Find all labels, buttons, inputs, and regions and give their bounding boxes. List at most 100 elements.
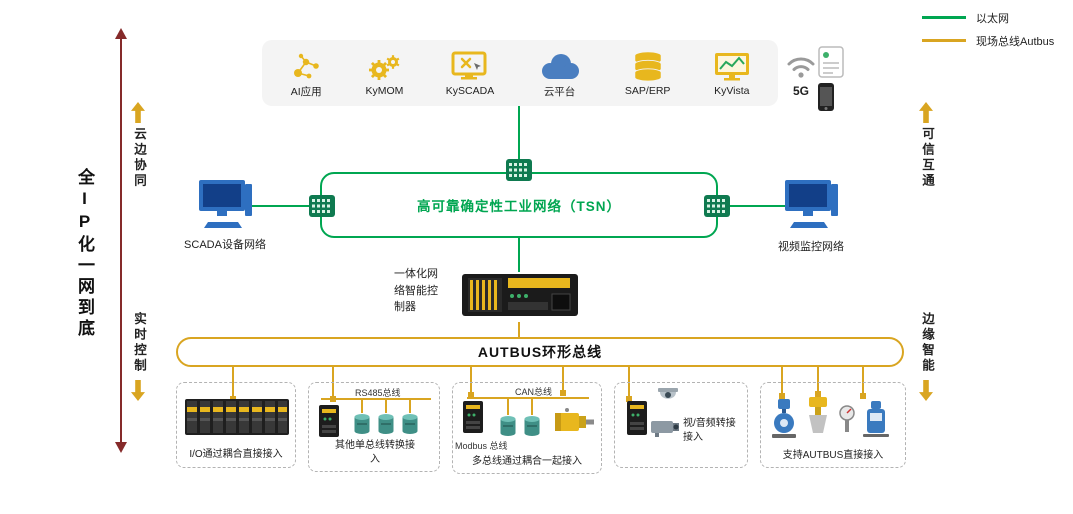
app-name: KyMOM <box>365 85 404 97</box>
app-item-kymom: KyMOM <box>365 49 404 97</box>
legend-autbus-line <box>922 39 966 42</box>
gateway-card-icon <box>818 46 844 83</box>
edge-arrow-down-icon <box>919 380 933 401</box>
legend-autbus-label: 现场总线Autbus <box>976 36 1055 48</box>
trusted-arrow-up-icon <box>919 102 933 123</box>
field-group-multibus: CAN总线 Modbus 总线 <box>452 382 602 474</box>
io-modules-icon <box>185 397 289 444</box>
app-name: 云平台 <box>543 85 576 98</box>
controller-label: 一体化网络智能控制器 <box>394 268 438 313</box>
app-name: KyVista <box>714 85 750 97</box>
pump-icon <box>769 397 799 444</box>
left-axis-label: 全IP化一网到底 <box>75 168 94 340</box>
left-axis-arrow-down-icon <box>115 442 127 453</box>
phone-icon <box>817 82 835 117</box>
bus-converter-device-icon <box>461 399 485 440</box>
wifi-icon <box>786 54 816 85</box>
vista-monitor-icon <box>713 49 751 83</box>
gauge-instrument-icon <box>837 405 857 440</box>
ethernet-line-video <box>718 205 786 207</box>
field-group-av: 视/音频转接接入 <box>614 382 748 468</box>
app-item-sap: SAP/ERP <box>625 49 670 97</box>
autbus-line-controller-to-bus <box>518 322 520 337</box>
side-label-edge-intelligence: 边缘智能 <box>920 312 934 374</box>
autbus-drop-line <box>781 367 783 396</box>
field-group-rs485: RS485总线 <box>308 382 440 472</box>
autbus-connector <box>815 391 821 397</box>
can-bus-line <box>467 397 589 399</box>
modbus-bus-label: Modbus 总线 <box>455 441 508 451</box>
autbus-drop-line <box>817 367 819 394</box>
left-axis-arrow-up-icon <box>115 28 127 39</box>
box-camera-icon <box>649 415 683 444</box>
field-group-direct-label: 支持AUTBUS直接接入 <box>782 449 884 461</box>
autbus-bus-bar: AUTBUS环形总线 <box>176 337 904 367</box>
autbus-connector <box>626 396 632 402</box>
cloud-edge-arrow-up-icon <box>131 102 145 123</box>
field-transmitter-icon <box>523 415 541 444</box>
app-name: AI应用 <box>290 85 322 98</box>
ethernet-line-tsn-to-controller <box>518 238 520 272</box>
autbus-connector <box>779 393 785 399</box>
field-group-io-label: I/O通过耦合直接接入 <box>189 448 283 460</box>
dome-camera-icon <box>655 387 681 412</box>
switch-icon-left <box>309 195 335 222</box>
side-label-realtime-control: 实时控制 <box>132 312 146 374</box>
valve-actuator-icon <box>805 395 831 444</box>
tsn-label: 高可靠确定性工业网络（TSN） <box>417 199 621 214</box>
app-item-kyvista: KyVista <box>713 49 751 97</box>
rs485-bus-label: RS485总线 <box>355 388 401 398</box>
field-group-av-label: 视/音频转接接入 <box>683 418 736 443</box>
legend-ethernet-label: 以太网 <box>976 13 1009 25</box>
video-network-label: 视频监控网络 <box>778 241 844 253</box>
autbus-drop-line <box>862 367 864 396</box>
autbus-connector <box>468 392 474 398</box>
field-group-io: I/O通过耦合直接接入 <box>176 382 296 468</box>
autbus-drop-line <box>332 367 334 399</box>
switch-icon-top <box>506 159 532 186</box>
five-g-label: 5G <box>792 84 809 98</box>
av-converter-device-icon <box>625 399 649 442</box>
app-item-ai: AI应用 <box>289 48 323 99</box>
gears-icon <box>366 49 402 83</box>
autbus-connector <box>860 393 866 399</box>
cloud-apps-panel: AI应用 <box>262 40 778 106</box>
autbus-drop-line <box>232 367 234 399</box>
rs485-tap-line <box>361 400 363 413</box>
scada-computer-icon <box>196 178 254 237</box>
field-group-direct: 支持AUTBUS直接接入 <box>760 382 906 468</box>
servo-motor-icon <box>553 405 597 444</box>
app-item-kyscada: KySCADA <box>446 49 494 97</box>
rs485-tap-line <box>409 400 411 413</box>
flowmeter-icon <box>861 399 891 444</box>
field-group-multibus-label: 多总线通过耦合一起接入 <box>472 455 582 467</box>
switch-icon-right <box>704 195 730 222</box>
ai-molecule-icon <box>289 48 323 82</box>
app-item-cloud: 云平台 <box>537 48 583 99</box>
can-bus-label: CAN总线 <box>515 387 553 397</box>
video-computer-icon <box>782 178 840 237</box>
can-tap-line <box>531 399 533 415</box>
legend-ethernet-line <box>922 16 966 19</box>
realtime-arrow-down-icon <box>131 380 145 401</box>
autbus-connector <box>560 390 566 396</box>
controller-device-icon <box>462 268 578 327</box>
can-tap-line <box>507 399 509 415</box>
field-group-rs485-label: 其他单总线转换接入 <box>335 440 415 465</box>
left-axis-line <box>120 38 122 442</box>
autbus-drop-line <box>562 367 564 393</box>
scada-network-label: SCADA设备网络 <box>184 239 266 251</box>
ethernet-line-apps-to-tsn <box>518 106 520 172</box>
bus-converter-device-icon <box>317 403 341 444</box>
cloud-icon <box>537 48 583 82</box>
ethernet-line-scada <box>252 205 320 207</box>
field-transmitter-icon <box>377 413 395 442</box>
field-transmitter-icon <box>499 415 517 444</box>
scada-monitor-icon <box>451 49 489 83</box>
app-name: KySCADA <box>445 85 495 97</box>
rs485-bus-line <box>321 398 431 400</box>
side-label-trusted-interconnect: 可信互通 <box>920 127 934 189</box>
side-label-cloud-edge: 云边协同 <box>132 127 146 189</box>
field-transmitter-icon <box>353 413 371 442</box>
